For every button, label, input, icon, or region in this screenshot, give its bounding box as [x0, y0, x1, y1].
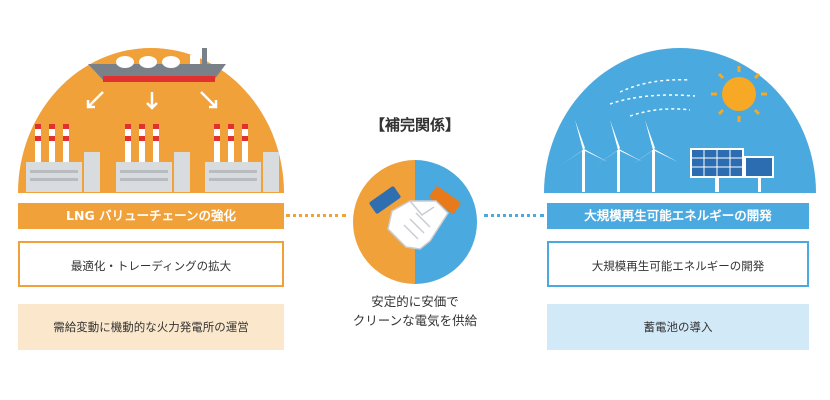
- renewable-illustration: [544, 48, 816, 193]
- lng-ship-icon: [88, 48, 226, 82]
- caption-line-2: クリーンな電気を供給: [352, 313, 478, 328]
- caption-line-1: 安定的に安価で: [371, 294, 459, 309]
- left-item-outlined: 最適化・トレーディングの拡大: [18, 241, 284, 287]
- power-plant-icons: [26, 124, 279, 192]
- sun-icon: [711, 66, 767, 122]
- wind-icon: [609, 79, 696, 117]
- left-band-label: LNG バリューチェーンの強化: [18, 203, 284, 229]
- left-item-filled: 需給変動に機動的な火力発電所の運営: [18, 304, 284, 350]
- right-connector: [484, 214, 544, 217]
- handshake-illustration: [353, 160, 477, 284]
- solar-panel-icon: [690, 148, 774, 192]
- down-arrow-icons: [86, 91, 218, 110]
- right-band-label: 大規模再生可能エネルギーの開発: [547, 203, 809, 229]
- lng-illustration: [18, 48, 284, 193]
- right-item-outlined: 大規模再生可能エネルギーの開発: [547, 241, 809, 287]
- handshake-icon: [369, 186, 461, 250]
- left-connector: [286, 214, 346, 217]
- right-item-filled: 蓄電池の導入: [547, 304, 809, 350]
- windmill-icons: [560, 120, 678, 192]
- relationship-title: 【補完関係】: [369, 116, 460, 134]
